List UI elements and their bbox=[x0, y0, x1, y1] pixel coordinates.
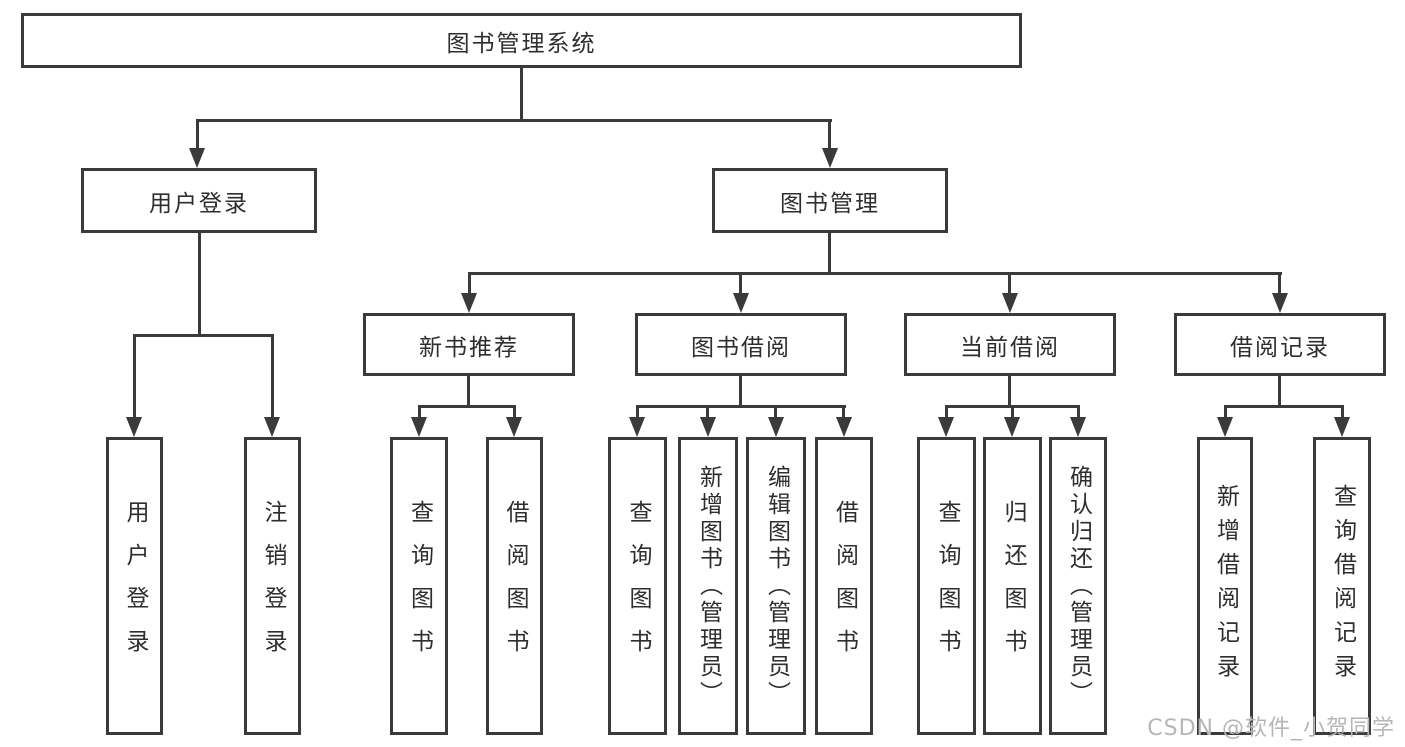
leaf-logout-label: 注销登录 bbox=[260, 500, 286, 672]
leaf-return-books-label: 归还图书 bbox=[1000, 500, 1026, 672]
leaf-confirm-return-admin-label: 确认归还（管理员） bbox=[1065, 464, 1092, 708]
arrowhead bbox=[264, 417, 280, 437]
connector-line bbox=[1008, 272, 1011, 295]
connector-line bbox=[1224, 405, 1227, 418]
arrowhead bbox=[1272, 293, 1288, 313]
leaf-query-books-2-label: 查询图书 bbox=[625, 500, 651, 672]
connector-line bbox=[1077, 405, 1080, 418]
arrowhead bbox=[768, 417, 784, 437]
node-book-borrowing: 图书借阅 bbox=[635, 313, 847, 376]
connector-line bbox=[468, 272, 471, 295]
arrowhead bbox=[411, 417, 427, 437]
leaf-user-login-label: 用户登录 bbox=[122, 500, 148, 672]
connector-line bbox=[739, 374, 742, 407]
leaf-borrow-books-2: 借阅图书 bbox=[815, 437, 873, 735]
connector-line bbox=[774, 405, 777, 418]
connector-line bbox=[828, 119, 831, 150]
connector-line bbox=[520, 66, 523, 122]
connector-line bbox=[418, 405, 516, 408]
connector-line bbox=[133, 334, 274, 337]
node-book-management: 图书管理 bbox=[712, 168, 948, 233]
leaf-confirm-return-admin: 确认归还（管理员） bbox=[1049, 437, 1107, 735]
connector-line bbox=[196, 119, 832, 122]
connector-line bbox=[945, 405, 948, 418]
arrowhead bbox=[1004, 417, 1020, 437]
connector-line bbox=[418, 405, 421, 418]
connector-line bbox=[739, 272, 742, 295]
arrowhead bbox=[938, 417, 954, 437]
arrowhead bbox=[461, 293, 477, 313]
arrowhead bbox=[733, 293, 749, 313]
arrowhead bbox=[1002, 293, 1018, 313]
leaf-query-books-2: 查询图书 bbox=[608, 437, 667, 735]
node-borrowing-records-label: 借阅记录 bbox=[1230, 334, 1330, 361]
node-book-borrowing-label: 图书借阅 bbox=[691, 334, 791, 361]
node-root-label: 图书管理系统 bbox=[446, 30, 597, 57]
node-current-borrowing-label: 当前借阅 bbox=[960, 334, 1060, 361]
arrowhead bbox=[1070, 417, 1086, 437]
leaf-borrow-books-1-label: 借阅图书 bbox=[502, 500, 528, 672]
arrowhead bbox=[700, 417, 716, 437]
leaf-add-borrow-record-label: 新增借阅记录 bbox=[1212, 484, 1239, 688]
node-current-borrowing: 当前借阅 bbox=[904, 313, 1116, 376]
leaf-borrow-books-1: 借阅图书 bbox=[486, 437, 543, 735]
leaf-borrow-books-2-label: 借阅图书 bbox=[831, 500, 858, 672]
arrowhead bbox=[126, 417, 142, 437]
connector-line bbox=[196, 119, 199, 150]
connector-line bbox=[828, 231, 831, 275]
leaf-edit-books-admin-label: 编辑图书（管理员） bbox=[763, 464, 790, 708]
connector-line bbox=[468, 272, 1282, 275]
connector-line bbox=[513, 405, 516, 418]
arrowhead bbox=[1217, 417, 1233, 437]
csdn-watermark: CSDN @软件_小贺同学 bbox=[1147, 716, 1395, 741]
node-user-login-label: 用户登录 bbox=[149, 190, 249, 217]
connector-line bbox=[467, 374, 470, 407]
leaf-add-borrow-record: 新增借阅记录 bbox=[1197, 437, 1253, 735]
arrowhead bbox=[506, 417, 522, 437]
leaf-query-books-3: 查询图书 bbox=[917, 437, 976, 735]
arrowhead bbox=[1334, 417, 1350, 437]
arrowhead bbox=[189, 148, 205, 168]
leaf-query-borrow-record: 查询借阅记录 bbox=[1313, 437, 1371, 735]
arrowhead bbox=[629, 417, 645, 437]
leaf-add-books-admin-label: 新增图书（管理员） bbox=[695, 464, 722, 708]
connector-line bbox=[636, 405, 639, 418]
connector-line bbox=[1008, 374, 1011, 407]
arrowhead bbox=[822, 148, 838, 168]
leaf-add-books-admin: 新增图书（管理员） bbox=[678, 437, 738, 735]
leaf-user-login: 用户登录 bbox=[106, 437, 163, 735]
connector-line bbox=[1224, 405, 1344, 408]
leaf-query-books-1-label: 查询图书 bbox=[406, 500, 433, 672]
connector-line bbox=[133, 334, 136, 417]
connector-line bbox=[706, 405, 709, 418]
leaf-query-books-1: 查询图书 bbox=[390, 437, 448, 735]
connector-line bbox=[1278, 272, 1281, 295]
arrowhead bbox=[836, 417, 852, 437]
leaf-logout: 注销登录 bbox=[244, 437, 301, 735]
leaf-query-books-3-label: 查询图书 bbox=[934, 500, 960, 672]
connector-line bbox=[198, 231, 201, 337]
connector-line bbox=[1278, 374, 1281, 407]
leaf-return-books: 归还图书 bbox=[983, 437, 1042, 735]
node-new-book-recommend-label: 新书推荐 bbox=[419, 334, 519, 361]
node-user-login: 用户登录 bbox=[81, 168, 317, 233]
leaf-edit-books-admin: 编辑图书（管理员） bbox=[746, 437, 806, 735]
node-book-management-label: 图书管理 bbox=[780, 190, 880, 217]
connector-line bbox=[842, 405, 845, 418]
node-borrowing-records: 借阅记录 bbox=[1174, 313, 1386, 376]
node-new-book-recommend: 新书推荐 bbox=[363, 313, 575, 376]
leaf-query-borrow-record-label: 查询借阅记录 bbox=[1329, 484, 1356, 688]
connector-line bbox=[271, 334, 274, 417]
node-root: 图书管理系统 bbox=[21, 13, 1022, 68]
connector-line bbox=[1011, 405, 1014, 418]
connector-line bbox=[636, 405, 846, 408]
connector-line bbox=[1341, 405, 1344, 418]
